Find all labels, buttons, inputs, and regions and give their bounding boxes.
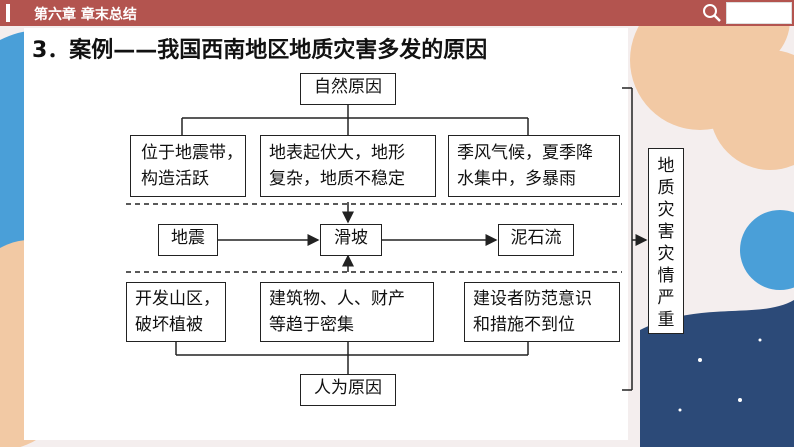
natural-factor-line: 季风气候，夏季降	[457, 143, 593, 163]
result-char: 害	[657, 222, 675, 242]
result-char: 质	[657, 178, 675, 198]
human-cause-label: 人为原因	[314, 378, 382, 398]
human-factor-line: 和措施不到位	[473, 315, 575, 335]
bar-mark	[6, 4, 10, 22]
natural-factor-line: 构造活跃	[141, 169, 209, 189]
result-char: 灾	[657, 244, 675, 264]
human-factor-line: 等趋于密集	[269, 315, 354, 335]
natural-factor-line: 地表起伏大，地形	[269, 143, 405, 163]
human-factor-line: 建筑物、人、财产	[269, 289, 405, 309]
human-factor-box: 开发山区， 破坏植被	[126, 282, 226, 342]
human-cause-box: 人为原因	[300, 374, 396, 406]
natural-cause-label: 自然原因	[314, 77, 382, 97]
natural-cause-box: 自然原因	[300, 73, 396, 105]
search-icon	[703, 4, 721, 22]
chain-label: 地震	[171, 228, 205, 248]
natural-factor-line: 位于地震带，	[141, 143, 243, 163]
chain-box-landslide: 滑坡	[320, 224, 382, 256]
slide-heading: 3．案例——我国西南地区地质灾害多发的原因	[32, 38, 488, 63]
chain-box-debris-flow: 泥石流	[498, 224, 574, 256]
natural-factor-line: 复杂，地质不稳定	[269, 169, 405, 189]
result-char: 地	[657, 156, 675, 176]
human-factor-box: 建设者防范意识 和措施不到位	[464, 282, 620, 342]
human-factor-line: 开发山区，	[135, 289, 220, 309]
human-factor-line: 建设者防范意识	[473, 289, 592, 309]
chapter-title: 第六章 章末总结	[34, 7, 137, 23]
chain-label: 泥石流	[510, 228, 562, 248]
chain-label: 滑坡	[334, 228, 368, 248]
search-input[interactable]	[726, 2, 792, 24]
chain-box-earthquake: 地震	[158, 224, 218, 256]
search-button[interactable]	[700, 1, 724, 25]
natural-factor-line: 水集中，多暴雨	[457, 169, 576, 189]
natural-factor-box: 季风气候，夏季降 水集中，多暴雨	[448, 135, 620, 197]
result-char: 情	[657, 266, 675, 286]
natural-factor-box: 位于地震带， 构造活跃	[130, 135, 246, 197]
natural-factor-box: 地表起伏大，地形 复杂，地质不稳定	[260, 135, 436, 197]
result-char: 灾	[657, 200, 675, 220]
top-bar: 第六章 章末总结	[0, 0, 794, 26]
result-char: 重	[657, 310, 675, 330]
result-box: 地 质 灾 害 灾 情 严 重	[648, 148, 684, 334]
result-char: 严	[657, 288, 675, 308]
human-factor-line: 破坏植被	[135, 315, 203, 335]
human-factor-box: 建筑物、人、财产 等趋于密集	[260, 282, 434, 342]
